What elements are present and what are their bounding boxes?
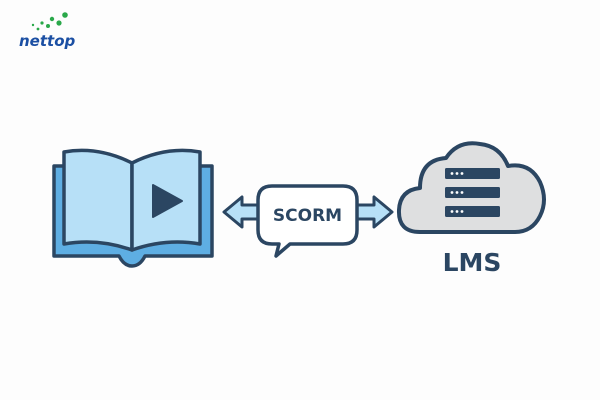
lms-label: LMS xyxy=(443,248,502,277)
logo-text: nettop xyxy=(19,32,75,50)
server-rack-icon xyxy=(445,168,500,217)
logo-dots-icon xyxy=(31,12,68,31)
nettop-logo: nettop xyxy=(19,12,75,50)
play-icon xyxy=(152,184,183,218)
lms-cloud-server-icon: LMS xyxy=(396,141,546,277)
scorm-label: SCORM xyxy=(273,206,342,226)
ebook-video-icon xyxy=(52,148,214,268)
scorm-speech-bubble: SCORM xyxy=(256,184,359,258)
